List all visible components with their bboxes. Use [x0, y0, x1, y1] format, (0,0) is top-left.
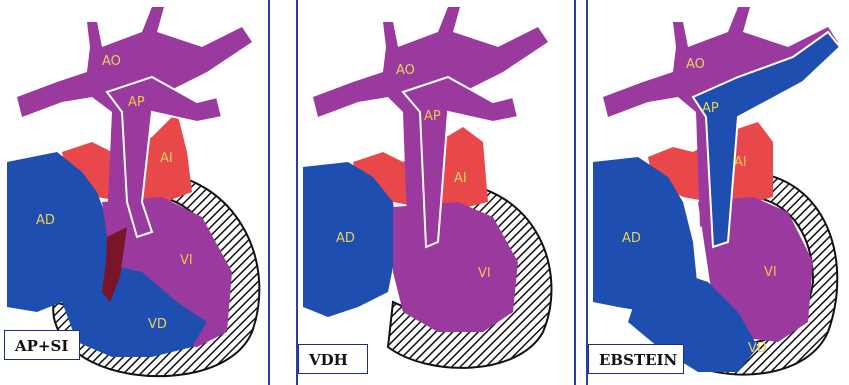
label-ao: AO: [102, 54, 121, 69]
label-ai: AI: [160, 151, 173, 166]
label-ad: AD: [336, 231, 355, 246]
panel-divider-1: [268, 0, 270, 385]
panel-ap-si: AO AP AI AD VI VD: [2, 2, 266, 383]
caption-ap-si: AP+SI: [4, 330, 80, 360]
label-ad: AD: [622, 231, 641, 246]
heart-diagram-ap-si: AO AP AI AD VI VD: [2, 2, 266, 383]
label-vd: VD: [148, 317, 167, 332]
heart-diagram-vdh: AO AP AI AD VI: [298, 2, 572, 383]
label-vi: VI: [478, 266, 491, 281]
label-ai: AI: [454, 171, 467, 186]
label-vi: VI: [764, 265, 777, 280]
caption-vdh: VDH: [298, 344, 368, 374]
caption-ebstein: EBSTEIN: [588, 344, 684, 374]
label-vi: VI: [180, 253, 193, 268]
label-ap: AP: [702, 101, 719, 116]
panel-vdh: AO AP AI AD VI: [298, 2, 572, 383]
label-ad: AD: [36, 213, 55, 228]
label-vd: VD: [748, 341, 767, 356]
panel-ebstein: AO AP AI AD VI VD: [588, 2, 847, 383]
label-ap: AP: [128, 95, 145, 110]
label-ai: AI: [734, 155, 747, 170]
label-ap: AP: [424, 109, 441, 124]
label-ao: AO: [396, 63, 415, 78]
heart-diagram-ebstein: AO AP AI AD VI VD: [588, 2, 847, 383]
label-ao: AO: [686, 57, 705, 72]
panel-divider-3: [574, 0, 576, 385]
